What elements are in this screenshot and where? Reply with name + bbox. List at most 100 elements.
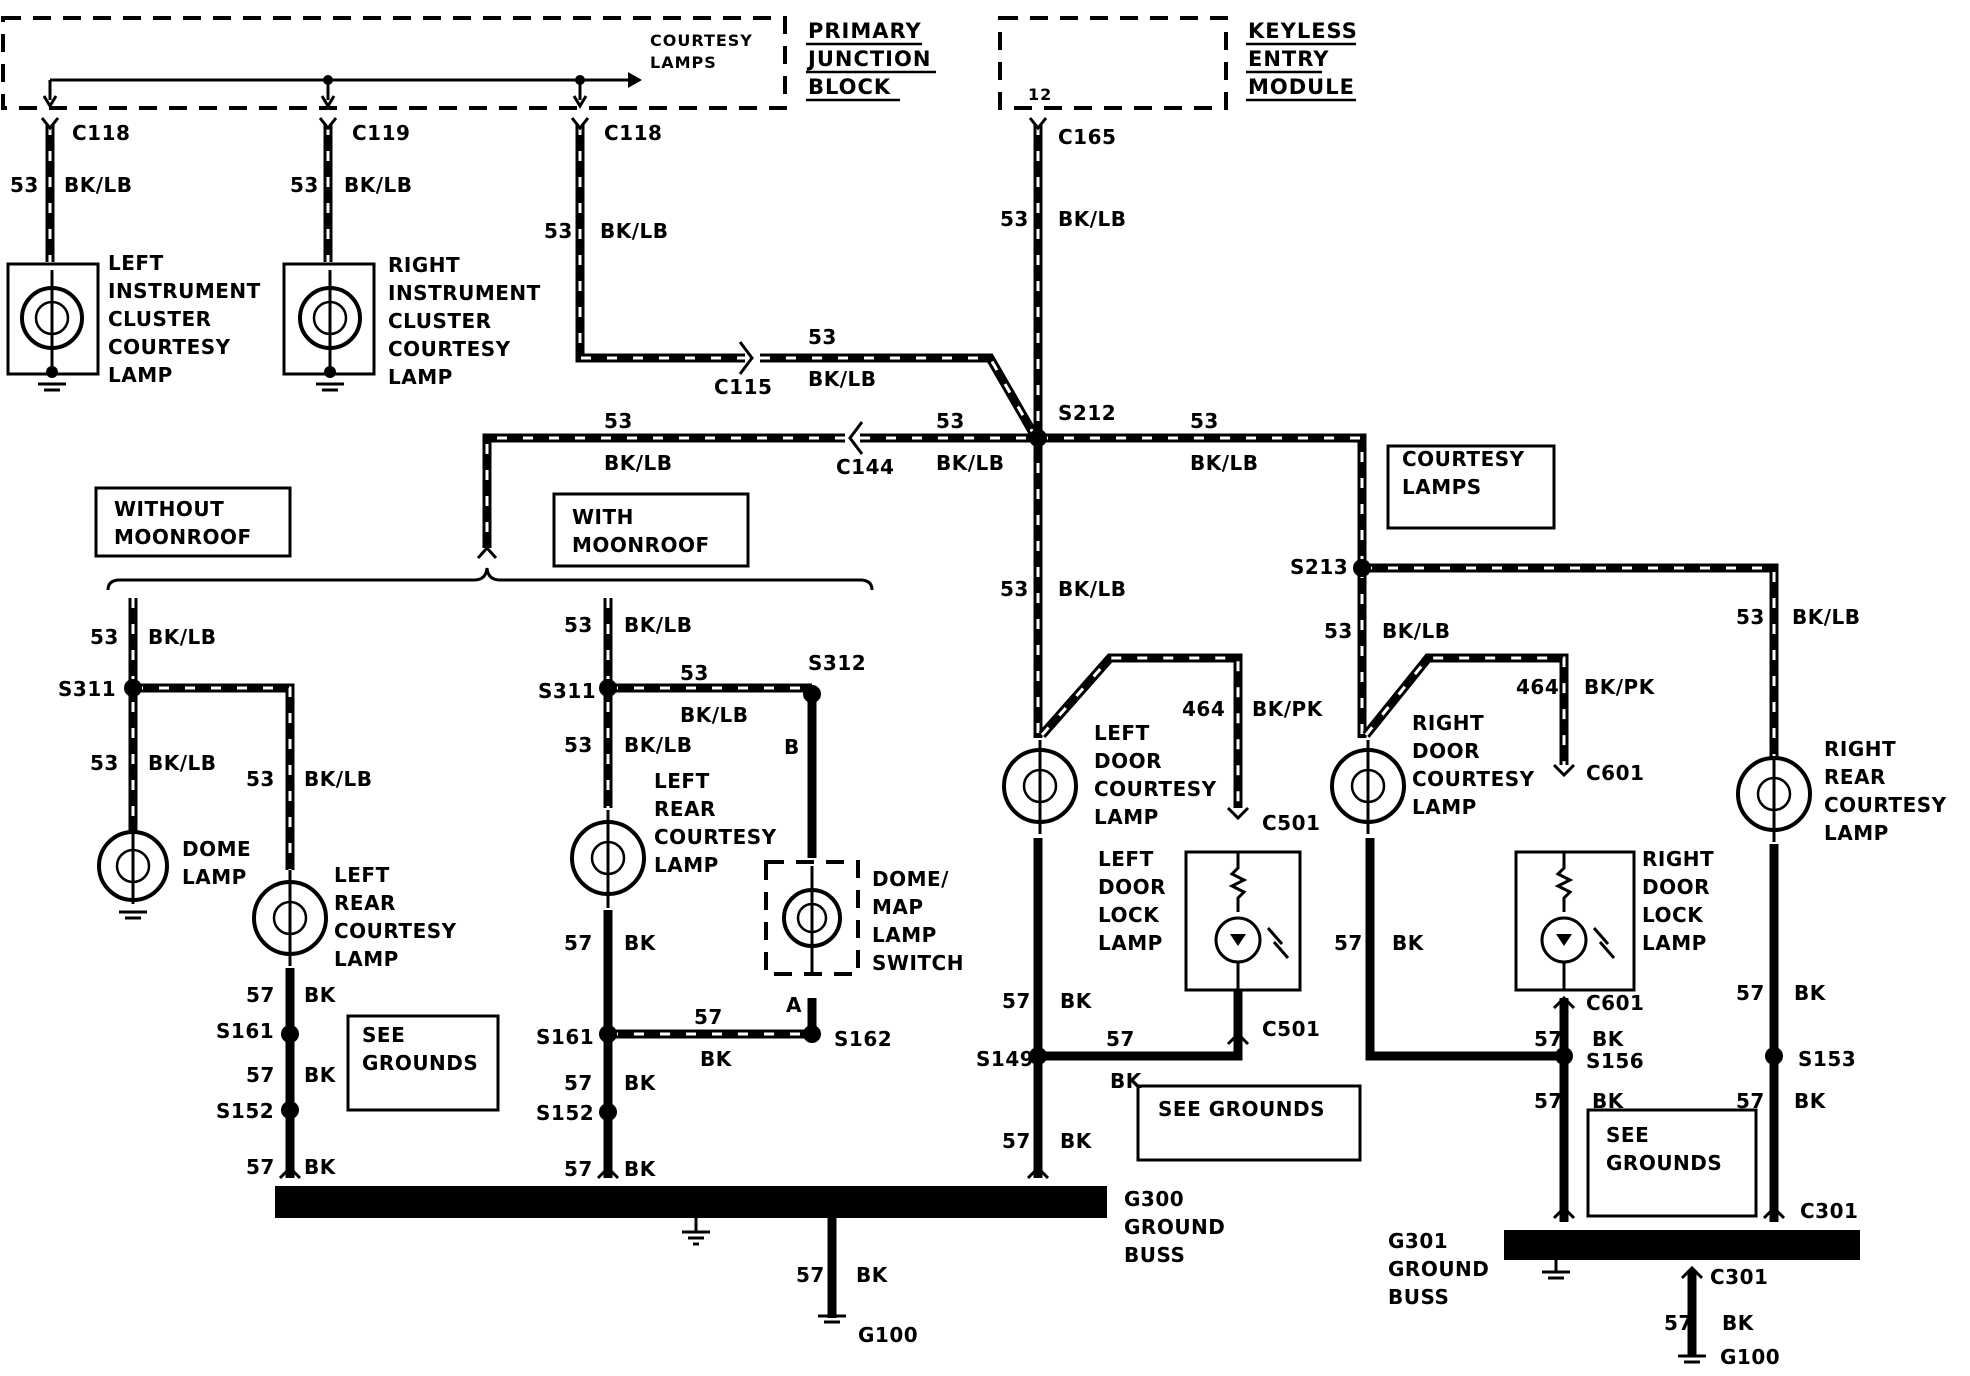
courtesy-lamps-line-2: LAMPS <box>1402 475 1482 499</box>
see-grounds-b-text: SEE GROUNDS <box>1158 1097 1325 1121</box>
circuit-57: 57 <box>246 983 275 1007</box>
circuit-57: 57 <box>1664 1311 1693 1335</box>
g301-label-1: G301 <box>1388 1229 1448 1253</box>
right-door-lock-label-4: LAMP <box>1642 931 1707 955</box>
left-ic-lamp-label-4: COURTESY <box>108 335 231 359</box>
left-rear-b-label-4: LAMP <box>654 853 719 877</box>
circuit-53: 53 <box>1736 605 1765 629</box>
label-s311-a: S311 <box>58 677 116 701</box>
connector-symbols <box>40 117 1786 1280</box>
wire-color-bkpk: BK/PK <box>1584 675 1656 699</box>
label-c118-b: C118 <box>604 121 662 145</box>
wire-labels: 53 BK/LB 53 BK/LB 53 BK/LB 53 BK/LB 53 B… <box>10 173 1860 1335</box>
label-c601-b: C601 <box>1586 991 1644 1015</box>
right-rear-label-3: COURTESY <box>1824 793 1947 817</box>
circuit-53: 53 <box>246 767 275 791</box>
left-rear-b-label-2: REAR <box>654 797 716 821</box>
label-c115: C115 <box>714 375 772 399</box>
circuit-53: 53 <box>544 219 573 243</box>
dome-map-label-1: DOME/ <box>872 867 949 891</box>
label-s312: S312 <box>808 651 866 675</box>
label-c601-a: C601 <box>1586 761 1644 785</box>
wire-color-bkpk: BK/PK <box>1252 697 1324 721</box>
wire-color-bk: BK <box>624 931 657 955</box>
circuit-57: 57 <box>1736 981 1765 1005</box>
g301-ground-buss <box>1504 1230 1860 1364</box>
wire-color-bk: BK <box>856 1263 889 1287</box>
see-grounds-c-line-2: GROUNDS <box>1606 1151 1722 1175</box>
wire-color-bk: BK <box>304 983 337 1007</box>
circuit-57: 57 <box>564 931 593 955</box>
wire-color-bk: BK <box>1794 1089 1827 1113</box>
dome-lamp-label-1: DOME <box>182 837 251 861</box>
splice-s149 <box>1029 1047 1047 1065</box>
right-rear-label-2: REAR <box>1824 765 1886 789</box>
right-rear-lamp <box>1736 756 1812 842</box>
right-door-lamp <box>1330 740 1406 834</box>
right-door-lock-lamp <box>1514 850 1636 992</box>
left-door-lock-label-2: DOOR <box>1098 875 1166 899</box>
note-see-grounds-a: SEE GROUNDS <box>346 1014 500 1112</box>
left-door-lock-label-1: LEFT <box>1098 847 1154 871</box>
splice-s161-a <box>281 1025 299 1043</box>
circuit-57: 57 <box>1534 1027 1563 1051</box>
label-s213: S213 <box>1290 555 1348 579</box>
wire-color-bk: BK <box>1060 1129 1093 1153</box>
label-c501-a: C501 <box>1262 811 1320 835</box>
ground-labels: G300 GROUND BUSS G301 GROUND BUSS G100 G… <box>858 1187 1780 1369</box>
circuit-53: 53 <box>1000 577 1029 601</box>
pin-a: A <box>786 993 802 1017</box>
circuit-57: 57 <box>1002 1129 1031 1153</box>
dome-lamp <box>97 830 169 920</box>
keyless-title-1: KEYLESS <box>1248 19 1358 43</box>
splice-nodes <box>124 429 1783 1121</box>
label-s156: S156 <box>1586 1049 1644 1073</box>
splice-s162 <box>803 1025 821 1043</box>
left-rear-lamp-without-moonroof <box>252 870 328 966</box>
see-grounds-a-line-2: GROUNDS <box>362 1051 478 1075</box>
pin-b: B <box>784 735 800 759</box>
splice-s153 <box>1765 1047 1783 1065</box>
label-c118-a: C118 <box>72 121 130 145</box>
left-rear-b-label-1: LEFT <box>654 769 710 793</box>
left-ic-lamp-label-2: INSTRUMENT <box>108 279 261 303</box>
left-ic-lamp-label-3: CLUSTER <box>108 307 212 331</box>
wire-color-bk: BK <box>700 1047 733 1071</box>
without-moonroof-line-2: MOONROOF <box>114 525 252 549</box>
circuit-57: 57 <box>564 1071 593 1095</box>
left-door-lock-label-4: LAMP <box>1098 931 1163 955</box>
g100-label-a: G100 <box>858 1323 918 1347</box>
wire-color-bklb: BK/LB <box>936 451 1005 475</box>
splice-s212 <box>1029 429 1047 447</box>
left-door-lock-lamp <box>1184 850 1302 992</box>
note-courtesy-lamps: COURTESY LAMPS <box>1386 444 1556 530</box>
circuit-53: 53 <box>90 751 119 775</box>
label-c119: C119 <box>352 121 410 145</box>
wire-color-bklb: BK/LB <box>1382 619 1451 643</box>
note-see-grounds-c: SEE GROUNDS <box>1586 1108 1758 1218</box>
left-rear-lamp-with-moonroof <box>570 810 646 908</box>
wire-color-bklb: BK/LB <box>680 703 749 727</box>
circuit-57: 57 <box>1534 1089 1563 1113</box>
label-s161-a: S161 <box>216 1019 274 1043</box>
circuit-57: 57 <box>1002 989 1031 1013</box>
circuit-57: 57 <box>1334 931 1363 955</box>
splice-s161-b <box>599 1025 617 1043</box>
left-door-label-1: LEFT <box>1094 721 1150 745</box>
keyless-title-2: ENTRY <box>1248 47 1329 71</box>
splice-s311-b <box>599 679 617 697</box>
see-grounds-a-line-1: SEE <box>362 1023 405 1047</box>
circuit-53: 53 <box>680 661 709 685</box>
courtesy-lamps-line-1: COURTESY <box>1402 447 1525 471</box>
right-door-label-4: LAMP <box>1412 795 1477 819</box>
dome-map-label-4: SWITCH <box>872 951 964 975</box>
note-with-moonroof: WITH MOONROOF <box>552 492 750 568</box>
label-c144: C144 <box>836 455 894 479</box>
label-c165: C165 <box>1058 125 1116 149</box>
wire-color-bk: BK <box>304 1063 337 1087</box>
left-rear-b-label-3: COURTESY <box>654 825 777 849</box>
g300-ground-buss <box>275 1186 1107 1324</box>
right-rear-label-4: LAMP <box>1824 821 1889 845</box>
wire-color-bklb: BK/LB <box>1190 451 1259 475</box>
